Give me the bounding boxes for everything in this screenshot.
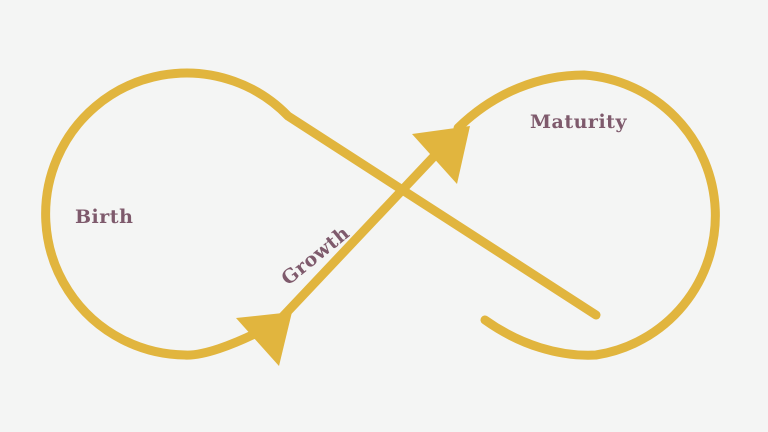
maturity-label: Maturity xyxy=(530,111,627,133)
growth-diagonal xyxy=(267,145,445,333)
lower-arrowhead xyxy=(236,312,292,366)
left-loop xyxy=(41,68,601,360)
right-loop xyxy=(453,70,720,360)
upper-arrowhead xyxy=(412,126,470,184)
birth-label: Birth xyxy=(75,206,133,228)
